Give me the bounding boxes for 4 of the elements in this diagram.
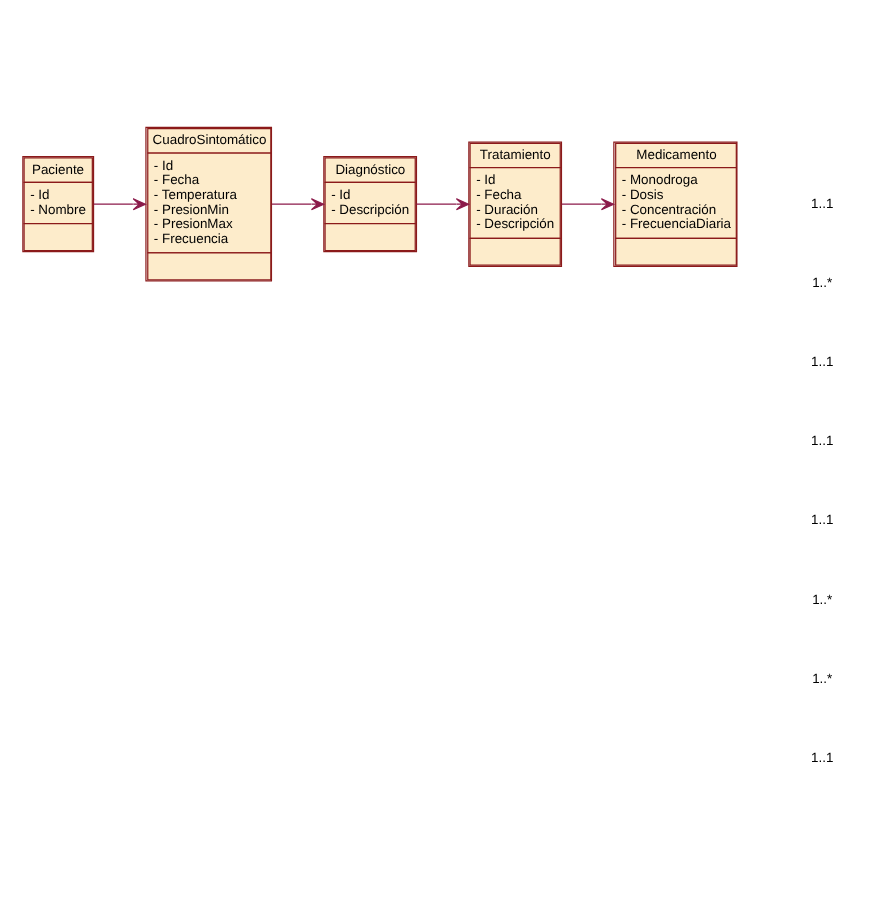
arrow xyxy=(414,197,469,210)
arrow xyxy=(270,197,324,210)
arrow xyxy=(92,197,146,210)
arrow xyxy=(560,197,614,210)
